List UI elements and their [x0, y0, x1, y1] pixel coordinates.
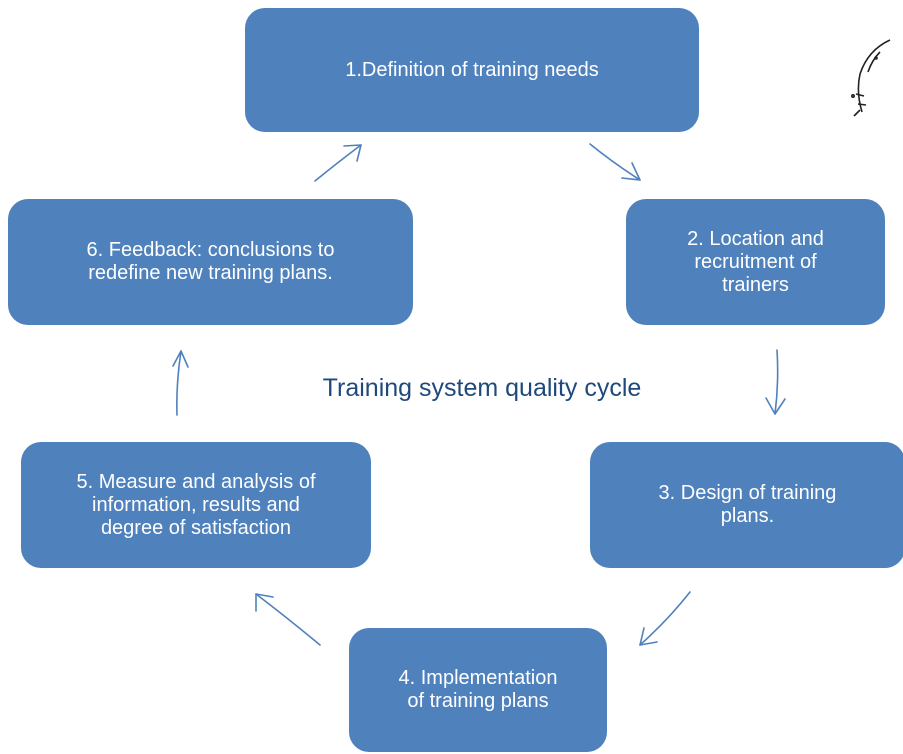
- arrow-step4-to-step5: [255, 593, 321, 646]
- step-3-box: 3. Design of training plans.: [590, 442, 903, 568]
- diagram-title: Training system quality cycle: [322, 374, 642, 402]
- step-2-box: 2. Location and recruitment of trainers: [626, 199, 885, 325]
- arrow-step1-to-step2: [589, 143, 641, 181]
- step-4-box: 4. Implementation of training plans: [349, 628, 607, 752]
- step-2-label: 2. Location and recruitment of trainers: [687, 227, 824, 296]
- arrow-step5-to-step6: [172, 350, 189, 416]
- step-6-label: 6. Feedback: conclusions to redefine new…: [86, 239, 335, 284]
- arrow-step2-to-step3: [765, 349, 786, 415]
- step-5-label: 5. Measure and analysis of information, …: [76, 470, 316, 539]
- arrow-step6-to-step1: [314, 144, 362, 182]
- partial-logo-icon: [850, 39, 891, 117]
- step-4-label: 4. Implementation of training plans: [398, 667, 558, 712]
- step-1-label: 1.Definition of training needs: [345, 58, 599, 81]
- step-5-box: 5. Measure and analysis of information, …: [21, 442, 371, 568]
- step-1-box: 1.Definition of training needs: [245, 8, 699, 132]
- arrow-step3-to-step4: [639, 591, 691, 646]
- step-6-box: 6. Feedback: conclusions to redefine new…: [8, 199, 413, 325]
- step-3-label: 3. Design of training plans.: [658, 482, 837, 527]
